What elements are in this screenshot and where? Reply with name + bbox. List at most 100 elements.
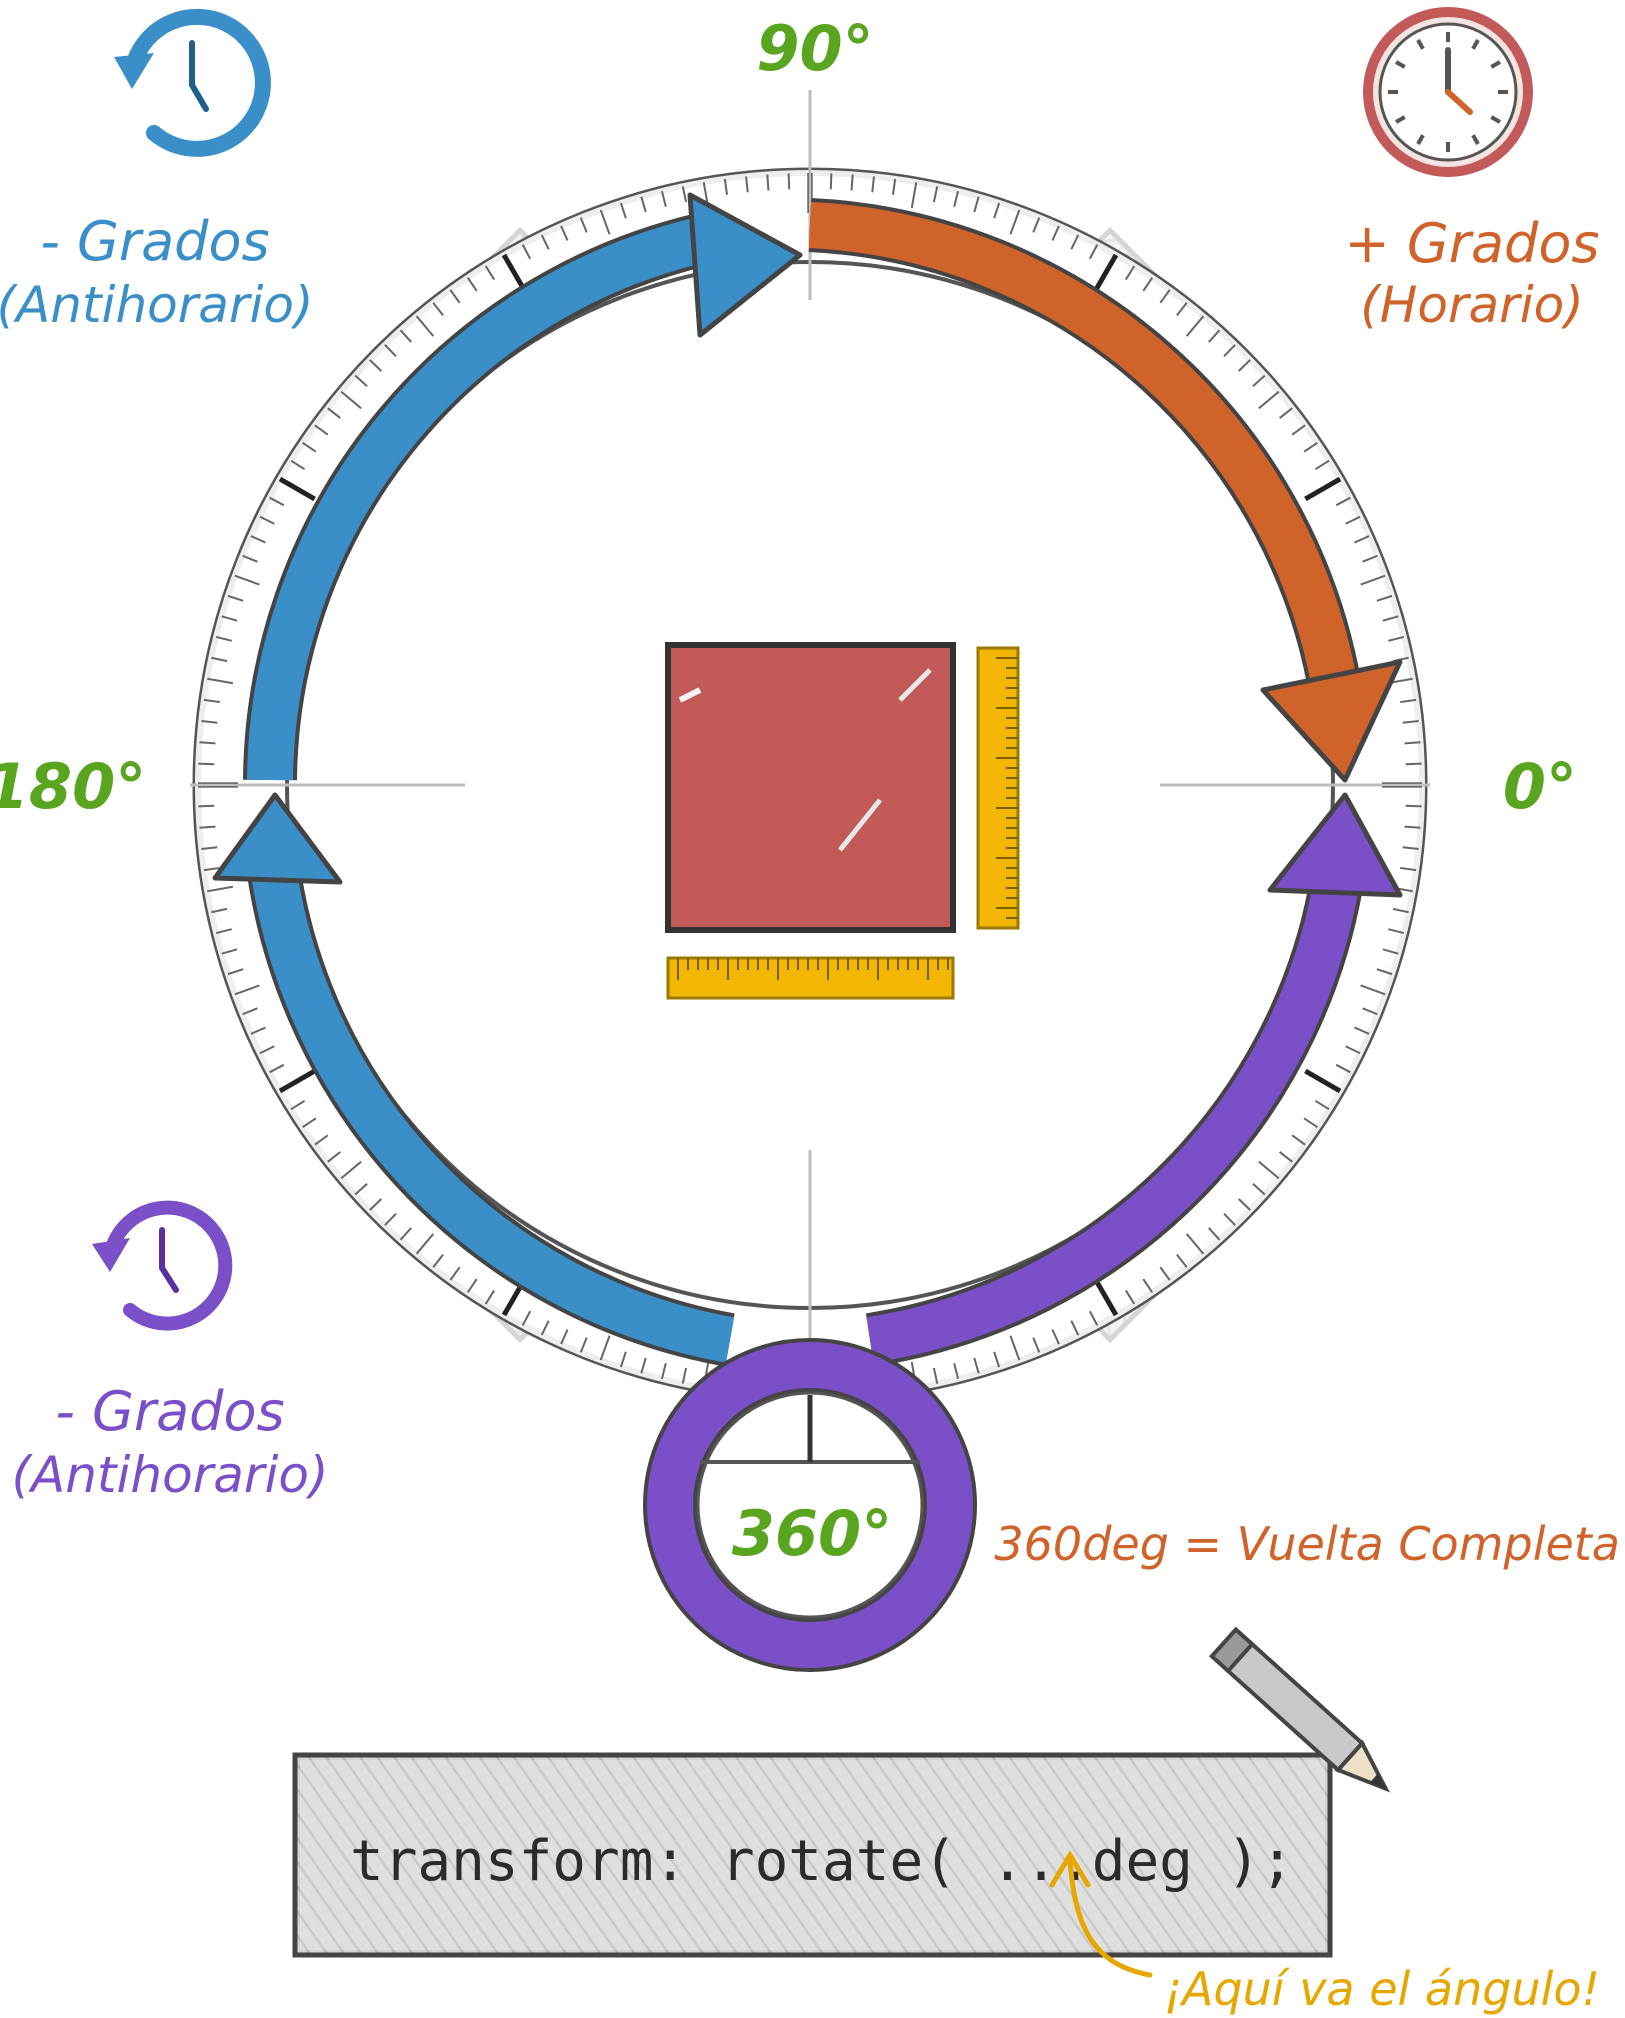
dial-tick	[681, 186, 688, 203]
dial-tick	[1258, 1160, 1280, 1180]
clockwise-subtitle: (Horario)	[1360, 276, 1583, 334]
dial-tick	[1223, 1213, 1236, 1226]
dial-tick	[1360, 984, 1386, 996]
dial-tick	[221, 948, 238, 955]
dial-tick	[1291, 1134, 1306, 1146]
dial-tick	[619, 1351, 627, 1368]
rotated-element	[665, 642, 956, 933]
dial-tick	[327, 1151, 341, 1163]
dial-tick	[640, 1357, 647, 1374]
dial-tick	[1051, 1329, 1060, 1345]
dial-tick	[1303, 1117, 1318, 1129]
dial-tick	[354, 1183, 368, 1196]
dial-tick	[215, 928, 232, 935]
counterclockwise-subtitle-bottom: (Antihorario)	[12, 1446, 329, 1504]
dial-tick	[384, 1213, 397, 1226]
dial-tick	[1051, 225, 1060, 241]
dial-tick	[1185, 1233, 1205, 1255]
dial-tick	[1142, 1278, 1154, 1293]
dial-tick	[1314, 1099, 1330, 1111]
dial-tick	[1354, 535, 1370, 544]
dial-tick	[1345, 515, 1361, 525]
dial-tick	[501, 253, 527, 291]
dial-tick	[234, 574, 260, 586]
dial-tick	[327, 407, 341, 419]
angle-label-180: 180°	[0, 750, 146, 823]
dial-tick	[1376, 968, 1393, 976]
code-box	[292, 1752, 1333, 1958]
dial-tick	[1405, 762, 1422, 766]
dial-tick	[250, 1026, 266, 1035]
dial-tick	[660, 190, 667, 207]
dial-tick	[723, 178, 729, 195]
counterclockwise-clock-icon	[92, 1200, 233, 1331]
dial-tick	[207, 885, 234, 893]
counterclockwise-arrow-blue	[212, 192, 803, 1367]
dial-tick	[1124, 265, 1136, 281]
dial-tick	[1314, 459, 1330, 471]
dial-tick	[540, 1320, 550, 1336]
dial-tick	[221, 615, 238, 622]
dial-tick	[1124, 1289, 1136, 1305]
dial-tick	[973, 1357, 980, 1374]
dial-tick	[432, 1254, 444, 1268]
dial-tick	[199, 825, 216, 829]
clock-hour-mark	[1490, 115, 1501, 124]
dial-tick	[399, 329, 412, 343]
dial-tick	[198, 762, 215, 766]
dial-tick	[290, 459, 306, 471]
dial-tick	[1400, 698, 1417, 704]
dial-tick	[340, 1160, 362, 1180]
dial-tick	[932, 1367, 939, 1384]
dial-tick	[745, 176, 749, 193]
dial-tick	[198, 804, 215, 808]
dial-tick	[1304, 1068, 1342, 1094]
dial-tick	[302, 441, 317, 453]
dial-tick	[993, 202, 1001, 219]
dial-tick	[681, 1367, 688, 1384]
dial-tick	[1009, 209, 1021, 235]
angle-label-360: 360°	[732, 1497, 892, 1570]
dial-tick	[766, 174, 770, 191]
dial-tick	[484, 265, 496, 281]
pencil-icon	[1208, 1626, 1391, 1793]
dial-tick	[1159, 1266, 1171, 1281]
dial-tick	[1404, 825, 1421, 829]
clock-hour-mark	[1471, 134, 1480, 145]
dial-ticks	[198, 173, 1422, 1397]
full-turn-arrow-purple	[643, 792, 1403, 1672]
dial-tick	[1291, 424, 1306, 436]
dial-tick	[1238, 359, 1251, 372]
dial-tick	[1088, 1310, 1099, 1326]
dial-tick	[1093, 253, 1119, 291]
dial-tick	[599, 1335, 611, 1361]
dial-tick	[660, 1363, 667, 1380]
dial-tick	[1070, 1320, 1080, 1336]
dial-tick	[579, 1337, 588, 1353]
dial-tick	[211, 656, 228, 663]
dial-tick	[1362, 1007, 1378, 1016]
vertical-ruler	[976, 646, 1020, 930]
dial-tick	[1376, 594, 1393, 602]
dial-tick	[1388, 635, 1405, 642]
dial-tick	[201, 720, 218, 724]
dial-tick	[1176, 1254, 1188, 1268]
dial-tick	[432, 302, 444, 316]
dial-tick	[314, 1134, 329, 1146]
dial-tick	[1252, 374, 1266, 387]
dial-tick	[369, 1198, 382, 1211]
dial-tick	[1354, 1026, 1370, 1035]
dial-tick	[250, 535, 266, 544]
dial-tick	[415, 315, 435, 337]
dial-tick	[278, 476, 316, 502]
dial-tick	[259, 1045, 275, 1055]
hint-arrow	[1049, 1850, 1153, 1978]
dial-tick	[871, 176, 875, 193]
dial-tick	[227, 594, 244, 602]
angle-label-0: 0°	[1503, 750, 1577, 823]
dial-tick	[850, 174, 854, 191]
dial-tick	[1142, 277, 1154, 292]
dial-tick	[302, 1117, 317, 1129]
dial-tick	[1185, 315, 1205, 337]
dial-tick	[207, 677, 234, 685]
